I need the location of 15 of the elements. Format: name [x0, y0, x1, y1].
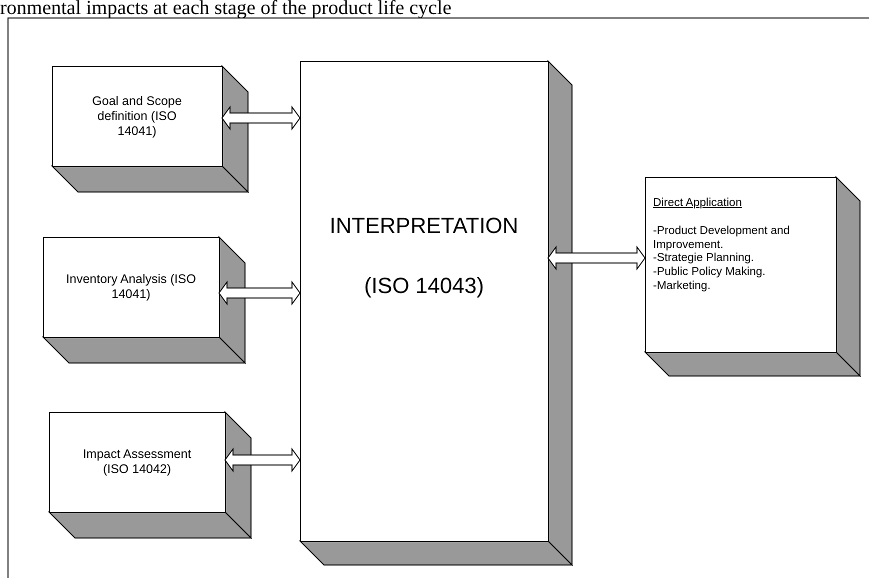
- double-arrow: [224, 447, 301, 473]
- list-item: -Public Policy Making.: [653, 266, 766, 280]
- standard-label: (ISO 14043): [364, 273, 484, 300]
- list-item: -Product Development and Improvement.: [653, 224, 791, 252]
- block-label: Goal and Scope definition (ISO 14041): [91, 94, 183, 138]
- block-title: INTERPRETATION: [330, 212, 518, 239]
- list-item: -Marketing.: [653, 280, 711, 294]
- double-arrow: [218, 280, 301, 306]
- double-arrow: [221, 105, 301, 131]
- double-arrow: [547, 245, 646, 271]
- block-label: Inventory Analysis (ISO 14041): [66, 272, 196, 302]
- title: ronmental impacts at each stage of the product life cycle: [0, 0, 452, 20]
- block-label: Impact Assessment (ISO 14042): [82, 447, 192, 477]
- list-item: -Strategie Planning.: [653, 252, 754, 266]
- block-heading: Direct Application: [653, 197, 742, 211]
